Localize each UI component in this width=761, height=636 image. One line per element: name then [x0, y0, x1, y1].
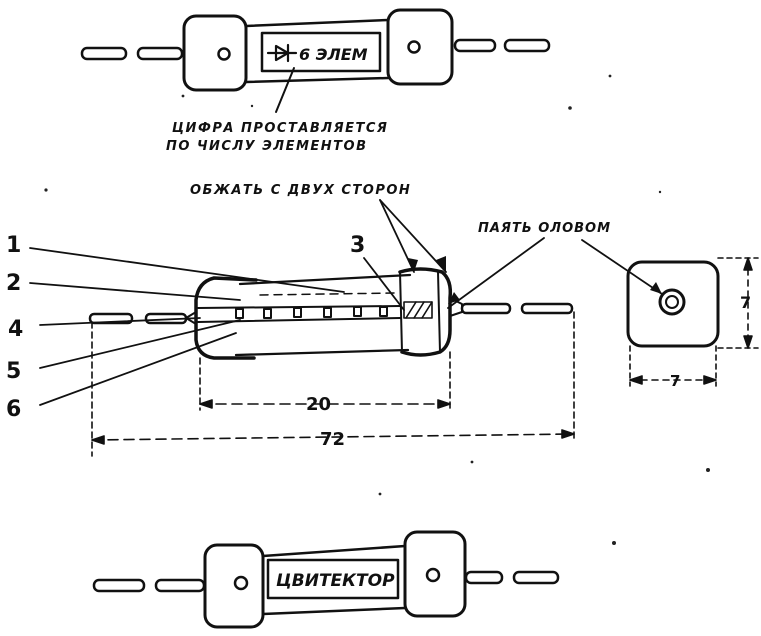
dimension-body	[199, 351, 451, 411]
dimension-body-value: 20	[306, 394, 331, 415]
section-lead-right	[460, 302, 574, 315]
top-end-cap-left	[182, 14, 248, 92]
internal-axis	[259, 292, 397, 296]
callout-leaders	[29, 199, 545, 406]
top-lead-right	[453, 38, 551, 53]
callout-6: 6	[6, 397, 21, 422]
crimp-bands	[399, 271, 441, 353]
solder-leader	[581, 239, 663, 295]
end-view-terminal-outer	[658, 288, 686, 316]
end-view-terminal-inner	[665, 295, 679, 309]
end-view: 7 7	[581, 239, 759, 390]
callout-3: 3	[350, 233, 365, 258]
note-leader-line	[275, 67, 295, 113]
top-glass-body	[244, 18, 390, 84]
solder-arrowhead	[650, 282, 662, 294]
element-count-label: 6 ЭЛЕМ	[299, 45, 368, 64]
note-line-2: ПО ЧИСЛУ ЭЛЕМЕНТОВ	[166, 139, 367, 154]
end-dimension-height	[717, 257, 759, 349]
glass-tube	[234, 273, 412, 357]
callout-2: 2	[6, 271, 21, 296]
crimp-arrowheads	[408, 256, 460, 304]
callout-5: 4	[8, 317, 23, 342]
top-lead-left	[80, 46, 184, 61]
bottom-lead-right	[464, 570, 560, 585]
bottom-glass-body	[261, 544, 407, 616]
top-component-view: 6 ЭЛЕМ ЦИФРА ПРОСТАВЛЯЕТСЯ ПО ЧИСЛУ ЭЛЕМ…	[80, 8, 551, 154]
bottom-label-frame	[266, 558, 400, 600]
callout-1: 1	[6, 233, 21, 258]
dimension-total-value: 72	[320, 429, 345, 450]
end-dimension-width	[629, 345, 717, 387]
section-end-cap-left	[194, 276, 258, 360]
diode-symbol-icon	[266, 43, 298, 63]
callout-4: 5	[6, 359, 21, 384]
bottom-end-cap-right	[403, 530, 467, 618]
bottom-lead-left	[92, 578, 206, 593]
top-label-frame	[260, 31, 382, 73]
bottom-end-cap-left	[203, 543, 265, 629]
dimension-total	[91, 311, 575, 457]
section-view: 1 2 3 5 4 6 ОБЖАТЬ С ДВУХ СТОРОН ПАЯТЬ О…	[6, 183, 611, 457]
bottom-component-view: ЦВИТЕКТОР	[92, 530, 560, 629]
top-end-cap-right	[386, 8, 454, 86]
end-dim-width-value: 7	[670, 372, 680, 390]
element-stack	[197, 305, 401, 323]
scan-specks	[44, 74, 710, 545]
crimp-note: ОБЖАТЬ С ДВУХ СТОРОН	[190, 183, 411, 198]
end-dim-height-value: 7	[740, 293, 751, 312]
contact-spring	[403, 301, 433, 319]
end-view-square	[626, 260, 720, 348]
note-line-1: ЦИФРА ПРОСТАВЛЯЕТСЯ	[172, 121, 388, 136]
bottom-label-text: ЦВИТЕКТОР	[276, 571, 395, 591]
solder-note: ПАЯТЬ ОЛОВОМ	[478, 221, 611, 236]
section-end-cap-right	[398, 267, 453, 357]
